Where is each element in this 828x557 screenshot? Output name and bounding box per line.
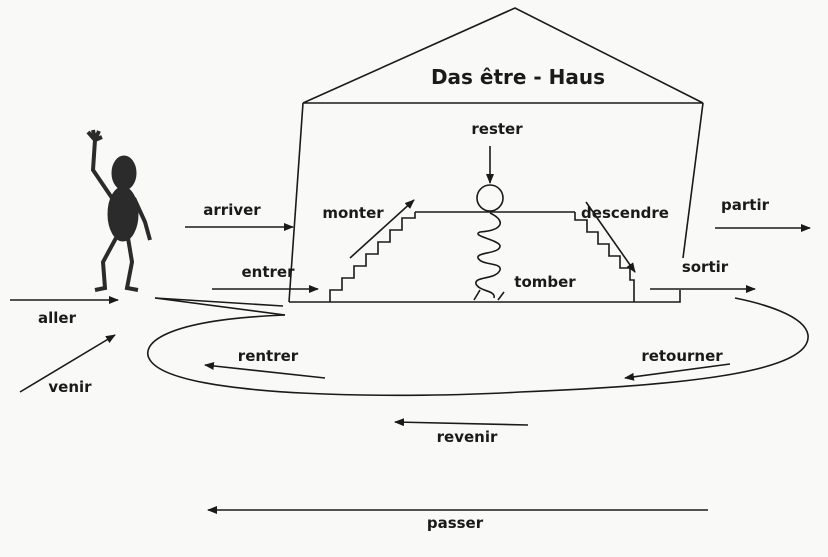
label-passer: passer	[427, 514, 484, 532]
speech-notch	[154, 297, 286, 316]
descendre-arrow	[585, 201, 636, 273]
label-sortir: sortir	[682, 258, 729, 276]
house	[288, 7, 704, 303]
spring	[475, 212, 501, 299]
rentrer-arrow	[204, 361, 326, 379]
label-rentrer: rentrer	[238, 347, 299, 365]
right-wall	[682, 102, 704, 259]
right-stairs	[574, 212, 635, 302]
rester-circle	[476, 184, 504, 212]
label-rester: rester	[471, 120, 523, 138]
revenir-arrow	[394, 418, 529, 427]
stick-figure	[86, 129, 152, 292]
label-venir: venir	[48, 378, 92, 396]
monter-arrow	[349, 199, 415, 259]
arrows	[10, 146, 811, 514]
label-aller: aller	[38, 309, 77, 327]
figure-right-arm	[132, 197, 152, 241]
label-partir: partir	[721, 196, 770, 214]
label-revenir: revenir	[437, 428, 498, 446]
outer-loop	[146, 297, 809, 397]
floor	[289, 290, 681, 303]
figure-left-arm	[86, 129, 114, 200]
retourner-arrow	[624, 363, 731, 381]
figure-head	[111, 155, 137, 191]
label-monter: monter	[322, 204, 384, 222]
left-wall	[288, 102, 304, 303]
label-entrer: entrer	[242, 263, 296, 281]
figure-body	[107, 186, 139, 242]
label-descendre: descendre	[581, 204, 669, 222]
label-arriver: arriver	[203, 201, 261, 219]
figure-legs	[94, 237, 139, 292]
label-retourner: retourner	[641, 347, 723, 365]
venir-arrow	[19, 334, 116, 393]
roof	[302, 7, 704, 104]
left-stairs	[329, 212, 416, 302]
diagram-title: Das être - Haus	[431, 65, 605, 89]
label-tomber: tomber	[514, 273, 576, 291]
spring-base	[473, 289, 505, 301]
